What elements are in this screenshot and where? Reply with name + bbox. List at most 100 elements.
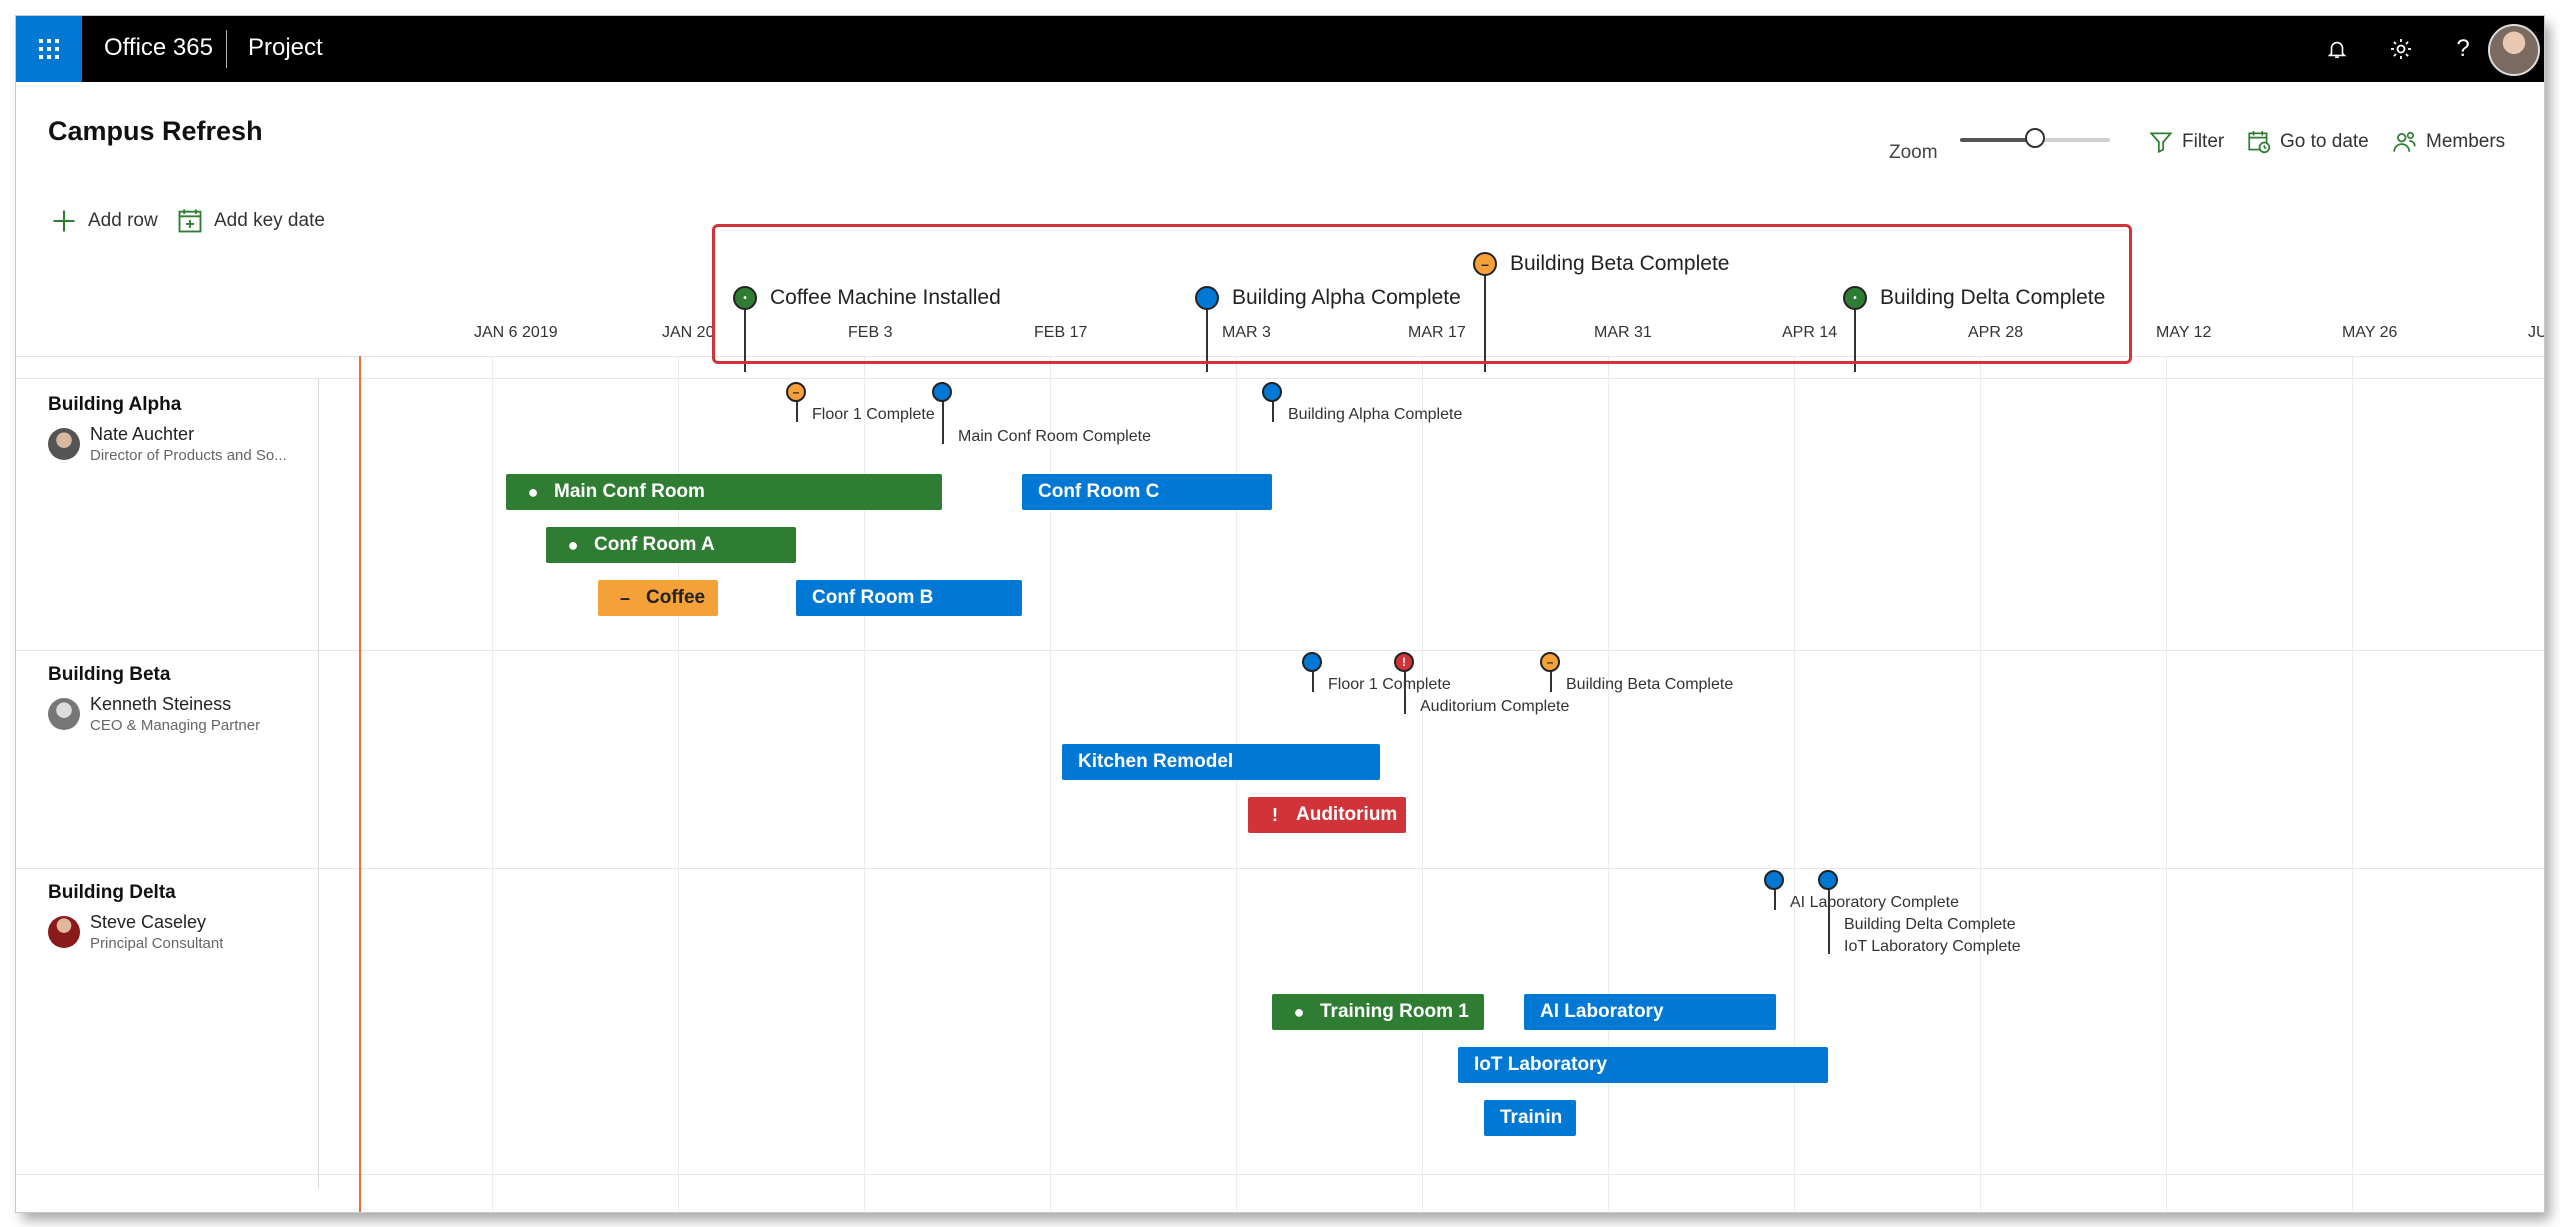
members-label: Members xyxy=(2426,131,2505,153)
row-divider xyxy=(16,378,2544,379)
filter-label: Filter xyxy=(2182,131,2224,153)
timeline-date: JAN 6 2019 xyxy=(474,324,558,342)
row-divider xyxy=(16,868,2544,869)
add-key-date-button[interactable]: Add key date xyxy=(176,204,325,238)
row-header[interactable]: Building Beta Kenneth Steiness CEO & Man… xyxy=(48,664,260,734)
today-line xyxy=(359,356,361,1212)
task-label: Coffee xyxy=(646,587,705,609)
question-icon: ? xyxy=(2456,35,2469,63)
page-title: Campus Refresh xyxy=(48,116,263,147)
calendar-clock-icon xyxy=(2246,129,2272,155)
task-bar[interactable]: ● Conf Room A xyxy=(546,527,796,563)
task-status-icon: ● xyxy=(1288,1002,1310,1023)
week-gridline xyxy=(2352,356,2353,1212)
task-status-icon: – xyxy=(614,588,636,609)
week-gridline xyxy=(1794,356,1795,1212)
week-gridline xyxy=(1980,356,1981,1212)
plus-icon xyxy=(50,207,78,235)
task-bar[interactable]: Conf Room B xyxy=(796,580,1022,616)
owner-name: Nate Auchter xyxy=(90,424,287,445)
row-header[interactable]: Building Alpha Nate Auchter Director of … xyxy=(48,394,287,464)
week-gridline xyxy=(492,356,493,1212)
task-label: Auditorium xyxy=(1296,804,1397,826)
milestone-label: IoT Laboratory Complete xyxy=(1844,938,2021,956)
suite-name[interactable]: Office 365 xyxy=(104,34,213,62)
go-to-date-button[interactable]: Go to date xyxy=(2246,126,2369,158)
avatar xyxy=(48,698,80,730)
milestone-label: Building Alpha Complete xyxy=(1288,406,1462,424)
milestone-stem xyxy=(1828,880,1830,954)
task-bar[interactable]: Conf Room C xyxy=(1022,474,1272,510)
milestone-label: AI Laboratory Complete xyxy=(1790,894,1959,912)
timeline-date: MAY 12 xyxy=(2156,324,2211,342)
filter-icon xyxy=(2148,129,2174,155)
milestone-late-icon: ! xyxy=(1394,652,1414,672)
task-bar[interactable]: ● Main Conf Room xyxy=(506,474,942,510)
milestone-label: Auditorium Complete xyxy=(1420,698,1569,716)
settings-button[interactable] xyxy=(2386,34,2416,64)
milestone-planned-icon xyxy=(932,382,952,402)
zoom-slider[interactable] xyxy=(1960,138,2110,142)
timeline-date: MAY 26 xyxy=(2342,324,2397,342)
suite-divider xyxy=(226,30,227,68)
notifications-button[interactable] xyxy=(2322,34,2352,64)
product-name[interactable]: Project xyxy=(248,34,323,62)
milestone-label: Building Delta Complete xyxy=(1844,916,2016,934)
row-owner[interactable]: Nate Auchter Director of Products and So… xyxy=(48,424,287,464)
members-icon xyxy=(2392,129,2418,155)
owner-name: Kenneth Steiness xyxy=(90,694,260,715)
task-bar[interactable]: ! Auditorium xyxy=(1248,797,1406,833)
task-label: Kitchen Remodel xyxy=(1078,751,1233,773)
task-bar[interactable]: AI Laboratory xyxy=(1524,994,1776,1030)
milestone-warning-icon: – xyxy=(1540,652,1560,672)
milestone-label: Floor 1 Complete xyxy=(1328,676,1451,694)
owner-role: Principal Consultant xyxy=(90,935,223,952)
user-avatar[interactable] xyxy=(2488,24,2540,76)
milestone-label: Building Beta Complete xyxy=(1566,676,1733,694)
add-row-label: Add row xyxy=(88,210,158,232)
row-owner[interactable]: Steve Caseley Principal Consultant xyxy=(48,912,223,952)
row-divider xyxy=(16,650,2544,651)
row-name: Building Delta xyxy=(48,882,223,904)
task-status-icon: ● xyxy=(562,535,584,556)
milestone-warning-icon: – xyxy=(786,382,806,402)
task-status-icon: ● xyxy=(522,482,544,503)
row-header-separator xyxy=(318,378,319,1188)
zoom-slider-thumb[interactable] xyxy=(2025,128,2045,148)
calendar-add-icon xyxy=(176,207,204,235)
key-dates-highlight xyxy=(712,224,2132,364)
avatar xyxy=(48,916,80,948)
milestone-planned-icon xyxy=(1764,870,1784,890)
zoom-label: Zoom xyxy=(1889,142,1938,164)
bell-icon xyxy=(2326,38,2348,60)
task-bar[interactable]: Trainin xyxy=(1484,1100,1576,1136)
app-launcher-button[interactable] xyxy=(16,16,82,82)
week-gridline xyxy=(1422,356,1423,1212)
milestone-label: Main Conf Room Complete xyxy=(958,428,1151,446)
task-bar[interactable]: – Coffee xyxy=(598,580,718,616)
suite-bar: Office 365 Project ? xyxy=(16,16,2544,82)
help-button[interactable]: ? xyxy=(2448,34,2478,64)
row-divider xyxy=(16,1174,2544,1175)
row-owner[interactable]: Kenneth Steiness CEO & Managing Partner xyxy=(48,694,260,734)
task-bar[interactable]: ● Training Room 1 xyxy=(1272,994,1484,1030)
row-name: Building Alpha xyxy=(48,394,287,416)
owner-role: Director of Products and So... xyxy=(90,447,287,464)
task-bar[interactable]: IoT Laboratory xyxy=(1458,1047,1828,1083)
filter-button[interactable]: Filter xyxy=(2148,126,2224,158)
add-row-button[interactable]: Add row xyxy=(50,204,158,238)
zoom-slider-fill xyxy=(1960,138,2035,142)
task-label: AI Laboratory xyxy=(1540,1001,1664,1023)
task-status-icon: ! xyxy=(1264,805,1286,826)
members-button[interactable]: Members xyxy=(2392,126,2505,158)
week-gridline xyxy=(2166,356,2167,1212)
row-name: Building Beta xyxy=(48,664,260,686)
task-bar[interactable]: Kitchen Remodel xyxy=(1062,744,1380,780)
add-key-date-label: Add key date xyxy=(214,210,325,232)
milestone-planned-icon xyxy=(1302,652,1322,672)
row-header[interactable]: Building Delta Steve Caseley Principal C… xyxy=(48,882,223,952)
avatar xyxy=(48,428,80,460)
task-label: Trainin xyxy=(1500,1107,1562,1129)
task-label: Conf Room A xyxy=(594,534,715,556)
task-label: Main Conf Room xyxy=(554,481,705,503)
